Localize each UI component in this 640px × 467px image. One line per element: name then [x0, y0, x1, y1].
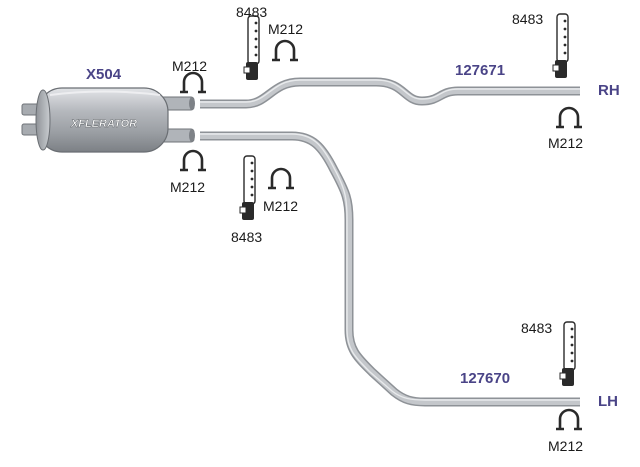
hanger-icon — [239, 155, 256, 221]
hanger-icon — [243, 15, 260, 81]
left-side-label: LH — [598, 393, 618, 410]
hanger-label: 8483 — [512, 11, 544, 27]
pipe-clamp-icon — [178, 71, 208, 94]
right-pipe-part-number: 127671 — [455, 62, 506, 79]
pipe-clamp-icon — [266, 167, 296, 190]
clamp-label: M212 — [548, 135, 584, 151]
right-pipe — [200, 77, 580, 109]
pipe-clamp-icon — [178, 149, 208, 172]
hanger-label: 8483 — [236, 4, 268, 20]
clamp-label: M212 — [172, 58, 208, 74]
clamp-label: M212 — [170, 179, 206, 195]
right-side-label: RH — [598, 82, 620, 99]
pipe-clamp-icon — [270, 39, 300, 62]
muffler-part-number: X504 — [86, 66, 122, 83]
muffler-brand: XFLERATOR — [70, 118, 137, 130]
hanger-label: 8483 — [521, 320, 553, 336]
clamp-label: M212 — [268, 21, 304, 37]
left-pipe-part-number: 127670 — [460, 370, 511, 387]
hanger-icon — [552, 13, 569, 79]
left-pipe — [200, 131, 580, 407]
hanger-label: 8483 — [231, 229, 263, 245]
pipe-clamp-icon — [554, 408, 584, 431]
muffler-icon: XFLERATOR — [21, 87, 195, 153]
clamp-label: M212 — [548, 438, 584, 454]
clamp-label: M212 — [263, 198, 299, 214]
hanger-icon — [559, 321, 576, 387]
pipe-clamp-icon — [554, 106, 584, 129]
